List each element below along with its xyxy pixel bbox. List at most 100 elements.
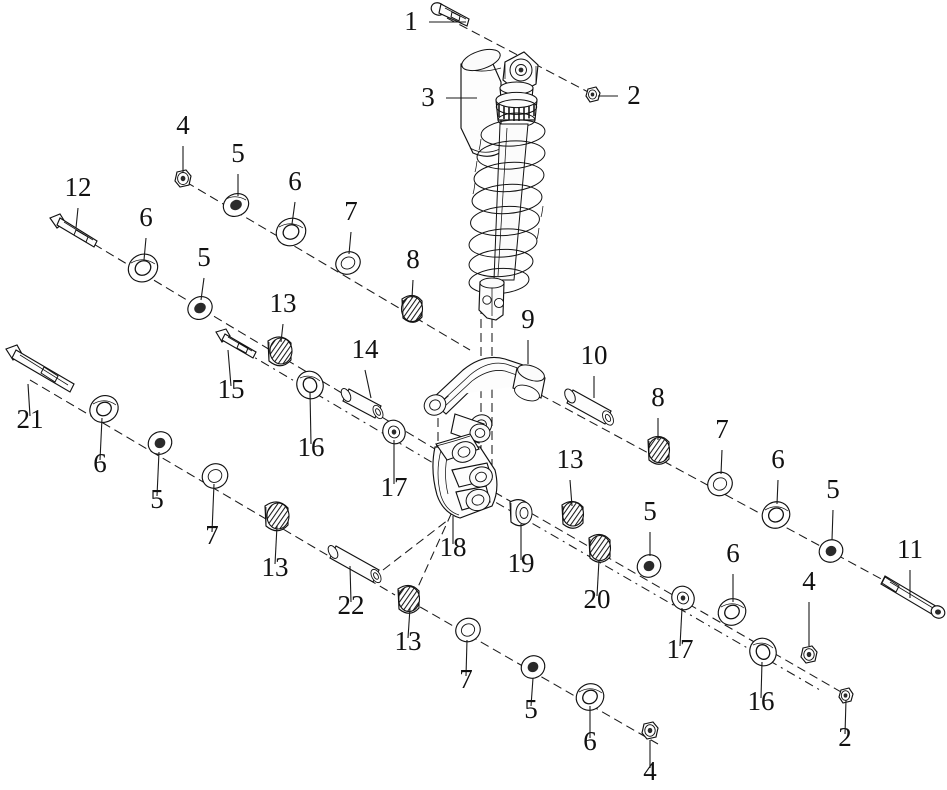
part-13-needle-bearing-c (264, 501, 290, 532)
part-2-flange-nut-upper (585, 86, 601, 103)
callout-number: 3 (421, 82, 435, 112)
callout-number: 5 (231, 138, 245, 168)
part-21-pivot-bolt-medium (5, 344, 75, 393)
leader-line (569, 479, 573, 507)
leader-line (309, 391, 312, 445)
callout-number: 9 (521, 304, 535, 334)
callout-17: 17 (381, 440, 408, 502)
part-22-distance-collar (327, 545, 382, 584)
leader-line (530, 677, 534, 707)
part-6-large-washer-e (717, 598, 747, 626)
rail-b-parts (49, 213, 406, 445)
callout-number: 5 (197, 242, 211, 272)
leader-line (27, 383, 31, 417)
rail-d-parts (564, 388, 946, 619)
callout-20: 20 (584, 559, 611, 614)
callout-17: 17 (667, 607, 694, 664)
callout-number: 6 (771, 444, 785, 474)
leader-line (156, 451, 160, 497)
callout-8: 8 (406, 244, 420, 299)
part-8-needle-bearing-d (647, 435, 671, 465)
leader-line (291, 201, 296, 225)
leader-line (844, 699, 847, 735)
callout-6: 6 (726, 538, 740, 602)
leader-line (596, 559, 600, 597)
callout-19: 19 (508, 524, 535, 578)
callout-6: 6 (771, 444, 785, 505)
leader-line (411, 279, 414, 299)
callout-number: 18 (440, 532, 467, 562)
callout-number: 4 (176, 110, 190, 140)
callout-number: 11 (897, 534, 923, 564)
part-13-needle-bearing-b (267, 336, 293, 367)
callout-number: 7 (459, 664, 473, 694)
part-20-needle-bearing-inner (588, 533, 612, 563)
leader-line (720, 449, 723, 475)
part-4-hex-flange-nut-e (800, 645, 818, 664)
callout-2: 2 (598, 80, 641, 110)
spring-preload-collar (495, 91, 538, 128)
callout-number: 8 (406, 244, 420, 274)
callout-21: 21 (17, 383, 44, 434)
leader-line (143, 237, 147, 261)
callout-number: 17 (381, 472, 408, 502)
part-7-seal-ring-c (201, 463, 229, 489)
part-5-small-washer-b (187, 296, 213, 320)
leader-line (760, 661, 763, 699)
part-5-small-washer-f (520, 655, 546, 679)
rear-shock-absorber (460, 48, 546, 321)
callout-13: 13 (395, 607, 422, 656)
rail-f-parts (397, 584, 659, 740)
callout-number: 5 (826, 474, 840, 504)
callout-5: 5 (524, 677, 538, 724)
callout-number: 20 (584, 584, 611, 614)
callout-number: 13 (557, 444, 584, 474)
callout-8: 8 (651, 382, 665, 440)
shock-lower-clevis (478, 277, 505, 321)
callout-15: 15 (218, 349, 245, 404)
callout-number: 5 (524, 694, 538, 724)
callout-number: 16 (298, 432, 325, 462)
callout-7: 7 (715, 414, 729, 475)
part-7-seal-ring-f (455, 617, 481, 643)
part-17-spacer-washer-b (382, 419, 406, 445)
callout-4: 4 (176, 110, 190, 172)
callout-1: 1 (404, 6, 466, 36)
part-6-large-washer-c (89, 395, 119, 423)
callout-number: 6 (93, 448, 107, 478)
callout-3: 3 (421, 82, 477, 112)
callout-number: 1 (404, 6, 418, 36)
callout-number: 21 (17, 404, 44, 434)
callout-number: 7 (205, 520, 219, 550)
callout-number: 13 (270, 288, 297, 318)
callout-22: 22 (338, 565, 365, 620)
callout-number: 2 (627, 80, 641, 110)
part-10-spacer-sleeve (564, 388, 614, 426)
callout-6: 6 (139, 202, 153, 261)
part-9-upper-link-rod (423, 356, 546, 444)
callout-18: 18 (440, 516, 467, 562)
leader-line (348, 231, 352, 255)
callout-7: 7 (459, 639, 473, 694)
callout-number: 17 (667, 634, 694, 664)
part-6-large-washer-f (575, 683, 605, 711)
leader-line (465, 639, 468, 677)
callout-number: 6 (583, 726, 597, 756)
part-18-bell-crank-linkage (432, 433, 498, 519)
callout-number: 15 (218, 374, 245, 404)
callout-number: 2 (838, 722, 852, 752)
callout-4: 4 (643, 740, 657, 786)
callout-4: 4 (802, 566, 816, 646)
callout-14: 14 (352, 334, 379, 399)
callout-6: 6 (93, 417, 107, 478)
callout-7: 7 (344, 196, 358, 255)
part-7-seal-ring-d (707, 471, 733, 497)
callout-6: 6 (583, 706, 597, 756)
callout-6: 6 (288, 166, 302, 225)
callout-16: 16 (748, 661, 775, 716)
part-1-upper-mount-bolt (430, 2, 470, 27)
callout-number: 19 (508, 548, 535, 578)
leader-line (280, 323, 284, 343)
